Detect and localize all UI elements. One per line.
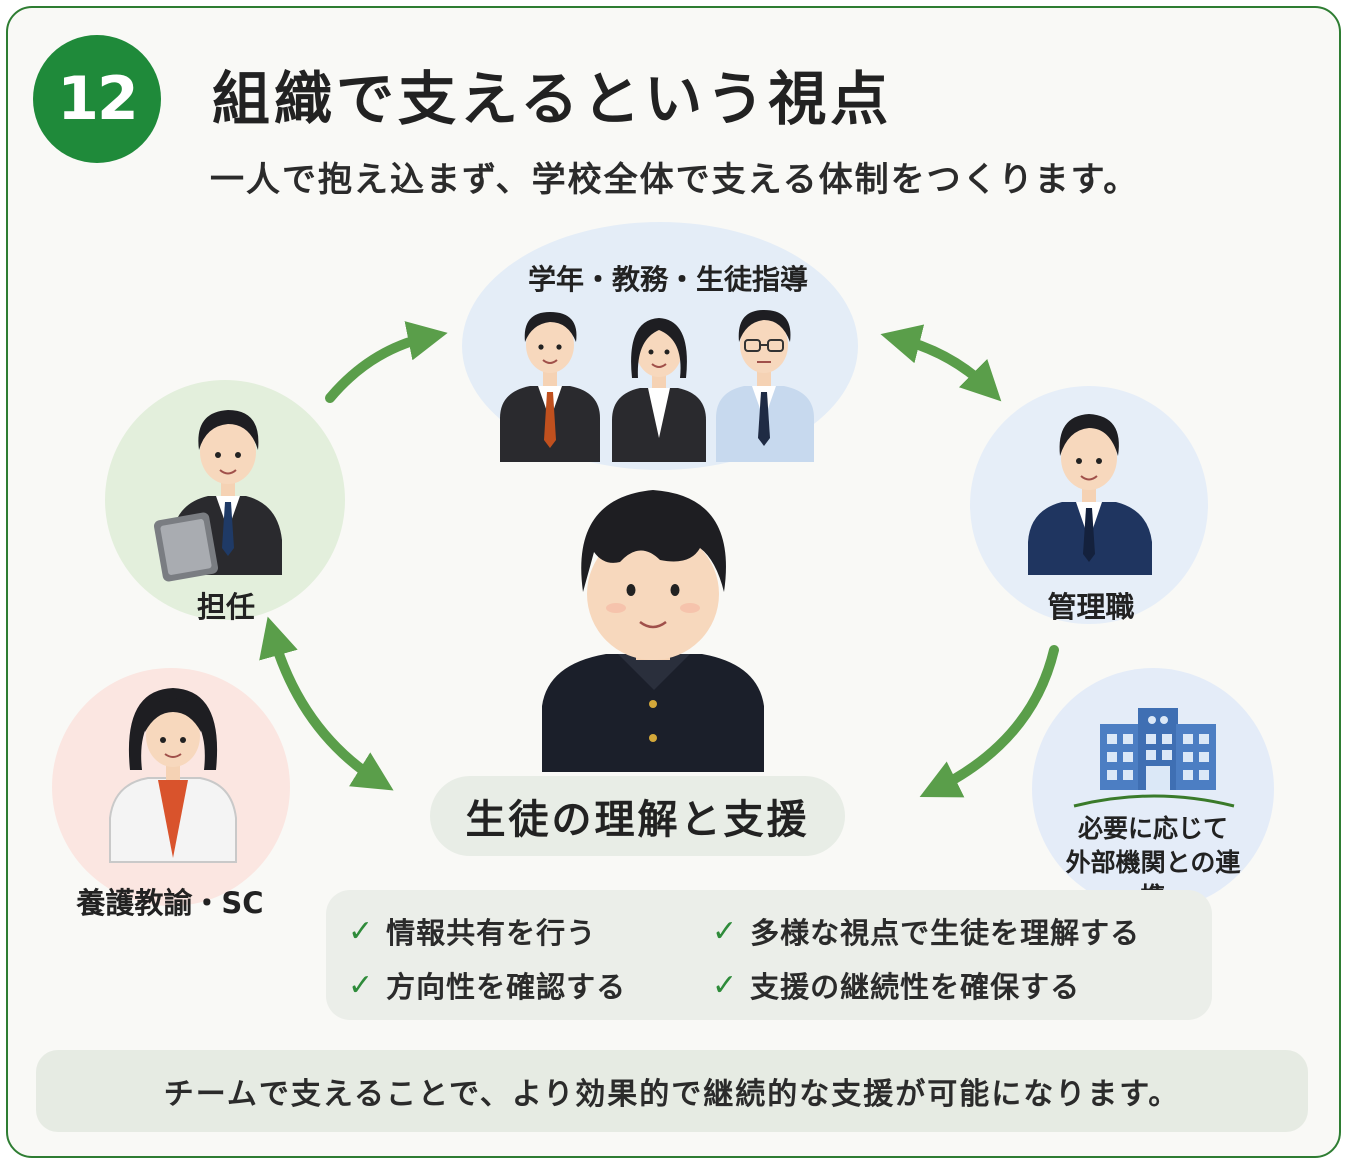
nurse-label: 養護教諭・SC — [76, 886, 264, 920]
top-group-label: 学年・教務・生徒指導 — [527, 263, 809, 296]
checklist-item: ✓ 多様な視点で生徒を理解する — [712, 910, 1140, 952]
checklist-item-text: 情報共有を行う — [386, 916, 597, 950]
checklist-item: ✓ 情報共有を行う — [348, 910, 596, 952]
management-label: 管理職 — [1047, 590, 1135, 624]
page-title: 組織で支えるという視点 — [212, 65, 893, 133]
arrow-homeroom-center — [259, 616, 394, 791]
checklist-item: ✓ 支援の継続性を確保する — [712, 964, 1080, 1006]
arrow-management-to-center — [919, 645, 1059, 798]
checklist-item: ✓ 方向性を確認する — [348, 964, 626, 1006]
page-subtitle: 一人で抱え込まず、学校全体で支える体制をつくります。 — [210, 160, 1140, 200]
building-icon — [1073, 708, 1235, 808]
center-goal-pill: 生徒の理解と支援 — [430, 776, 845, 856]
teacher-figure-1 — [500, 312, 600, 462]
principal-figure — [1028, 414, 1152, 575]
teacher-figure-2 — [612, 318, 706, 462]
homeroom-teacher-figure — [153, 410, 282, 582]
check-icon: ✓ — [712, 913, 739, 949]
arrow-top-management — [880, 324, 1002, 402]
checklist-item-text: 支援の継続性を確保する — [750, 970, 1081, 1004]
checklist-item-text: 多様な視点で生徒を理解する — [750, 916, 1141, 950]
checklist-box: ✓ 情報共有を行う ✓ 多様な視点で生徒を理解する ✓ 方向性を確認する ✓ 支… — [326, 890, 1212, 1020]
check-icon: ✓ — [712, 967, 739, 1003]
section-number-badge: 12 — [33, 35, 161, 163]
student-figure — [542, 490, 764, 772]
checklist-item-text: 方向性を確認する — [386, 970, 627, 1004]
teacher-figure-3 — [716, 310, 814, 462]
arrow-homeroom-to-top — [325, 321, 448, 403]
footer-summary: チームで支えることで、より効果的で継続的な支援が可能になります。 — [36, 1050, 1308, 1132]
check-icon: ✓ — [348, 967, 375, 1003]
check-icon: ✓ — [348, 913, 375, 949]
nurse-figure — [109, 688, 237, 863]
homeroom-label: 担任 — [196, 590, 256, 624]
